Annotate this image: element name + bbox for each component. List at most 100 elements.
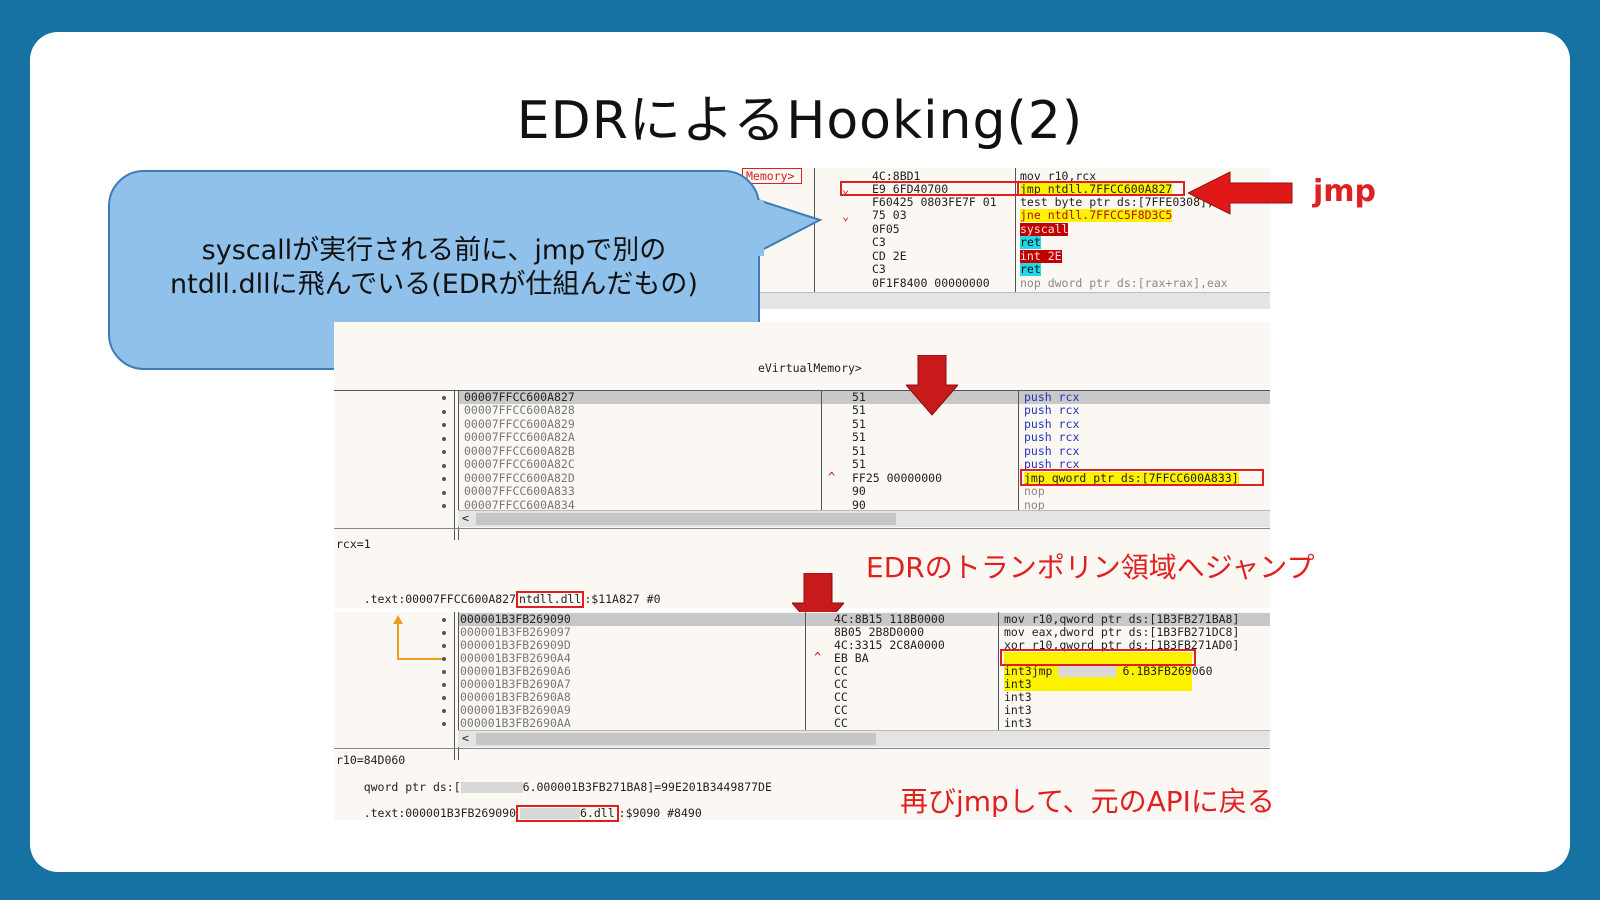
bytes-cell: C3 xyxy=(872,262,886,276)
column-divider xyxy=(454,390,455,540)
column-divider xyxy=(805,612,806,744)
bytes-cell: 51 xyxy=(852,430,866,444)
address-cell[interactable]: 000001B3FB2690A6 xyxy=(460,664,571,678)
memory-suffix: 6.000001B3FB271BA8]=99E201B3449877DE xyxy=(522,780,772,794)
horizontal-scrollbar[interactable]: < xyxy=(458,730,1270,747)
memory-info: qword ptr ds:[ 6.000001B3FB271BA8]=99E201… xyxy=(336,768,772,807)
callout-text: syscallが実行される前に、jmpで別の ntdll.dllに飛んでいる(E… xyxy=(108,234,760,302)
jmp-target: 6.1B3FB269060 xyxy=(1122,664,1213,678)
bytes-cell: CC xyxy=(834,664,848,678)
address-cell[interactable]: 00007FFCC600A82D xyxy=(464,471,575,485)
instr-redbox xyxy=(1017,181,1185,196)
row-bullet xyxy=(442,670,446,674)
address-cell[interactable]: 000001B3FB2690A4 xyxy=(460,651,571,665)
debugger-panel-top: Memory> ⌄ ⌄ 4C:8BD1 E9 6FD40700 F60425 0… xyxy=(740,168,1270,309)
scroll-thumb[interactable] xyxy=(476,733,876,745)
address-cell[interactable]: 000001B3FB269097 xyxy=(460,625,571,639)
row-bullet xyxy=(442,464,446,468)
address-cell[interactable]: 00007FFCC600A827 xyxy=(464,390,575,404)
column-divider xyxy=(998,612,999,744)
instr-cell: nop xyxy=(1024,498,1045,512)
scroll-left-icon[interactable]: < xyxy=(462,511,469,525)
address-cell[interactable]: 000001B3FB2690AA xyxy=(460,716,571,730)
bytes-cell: CC xyxy=(834,690,848,704)
bytes-cell: 0F1F8400 00000000 xyxy=(872,276,990,290)
address-cell[interactable]: 00007FFCC600A829 xyxy=(464,417,575,431)
address-cell[interactable]: 00007FFCC600A828 xyxy=(464,403,575,417)
row-bullet xyxy=(442,450,446,454)
arrow-down-icon xyxy=(906,355,958,416)
address-cell[interactable]: 000001B3FB2690A7 xyxy=(460,677,571,691)
bytes-cell: 4C:8BD1 xyxy=(872,169,921,183)
jump-marker: ^ xyxy=(828,470,836,484)
bytes-cell: 0F05 xyxy=(872,222,900,236)
bytes-cell: CC xyxy=(834,703,848,717)
instr-cell-jmp: jmp ntdll.7FFCC600A827 xyxy=(1020,182,1173,196)
instr-cell: int3 xyxy=(1004,664,1032,678)
address-cell[interactable]: 00007FFCC600A834 xyxy=(464,498,575,512)
address-cell[interactable]: 000001B3FB2690A8 xyxy=(460,690,571,704)
jump-marker: ⌄ xyxy=(842,182,850,196)
module-name-box: 6.dll xyxy=(516,805,619,822)
instr-cell: ret xyxy=(1020,262,1041,276)
panel-border xyxy=(334,390,1270,391)
column-divider xyxy=(814,168,815,298)
row-bullet xyxy=(442,631,446,635)
scroll-thumb[interactable] xyxy=(476,513,896,525)
address-cell[interactable]: 000001B3FB26909D xyxy=(460,638,571,652)
panel-border xyxy=(334,528,1270,529)
debugger-panel-middle: eVirtualMemory> 00007FFCC600A827 00007FF… xyxy=(334,322,1270,608)
row-bullet xyxy=(442,491,446,495)
row-bullet xyxy=(442,683,446,687)
location-prefix: .text:00007FFCC600A827 xyxy=(363,592,517,606)
instr-cell: mov r10,qword ptr ds:[1B3FB271BA8] xyxy=(1004,612,1240,626)
tab-fragment[interactable]: eVirtualMemory> xyxy=(758,361,862,375)
instr-cell-syscall: syscall xyxy=(1020,222,1069,236)
address-cell[interactable]: 000001B3FB2690A9 xyxy=(460,703,571,717)
instr-cell: push rcx xyxy=(1024,403,1080,417)
callout-line-2: ntdll.dllに飛んでいる(EDRが仕組んだもの) xyxy=(170,269,698,300)
column-divider xyxy=(1018,390,1019,524)
row-bullet xyxy=(442,504,446,508)
instr-cell: push rcx xyxy=(1024,417,1080,431)
redacted-block xyxy=(460,782,523,793)
instr-cell: push rcx xyxy=(1024,390,1080,404)
row-bullet xyxy=(442,657,446,661)
row-bullet xyxy=(442,644,446,648)
bytes-cell: F60425 0803FE7F 01 xyxy=(872,195,997,209)
address-cell[interactable]: 000001B3FB269090 xyxy=(460,612,571,626)
horizontal-scrollbar[interactable] xyxy=(740,292,1270,309)
instr-cell: push rcx xyxy=(1024,457,1080,471)
instr-cell: test byte ptr ds:[7FFE0308],1 xyxy=(1020,195,1221,209)
horizontal-scrollbar[interactable]: < xyxy=(458,510,1270,527)
instr-cell: push rcx xyxy=(1024,444,1080,458)
memory-prefix: qword ptr ds:[ xyxy=(363,780,461,794)
arrow-left-icon xyxy=(1188,171,1293,215)
address-cell[interactable]: 00007FFCC600A833 xyxy=(464,484,575,498)
row-bullet xyxy=(442,396,446,400)
scroll-left-icon[interactable]: < xyxy=(462,731,469,745)
instr-cell: int3 xyxy=(1004,690,1032,704)
address-cell[interactable]: 00007FFCC600A82C xyxy=(464,457,575,471)
panel-border xyxy=(334,748,1270,749)
row-bullet xyxy=(442,618,446,622)
column-divider xyxy=(821,390,822,524)
register-info: rcx=1 xyxy=(336,537,371,551)
instr-cell: push rcx xyxy=(1024,430,1080,444)
address-cell[interactable]: 00007FFCC600A82A xyxy=(464,430,575,444)
bytes-cell: 4C:3315 2C8A0000 xyxy=(834,638,945,652)
bytes-cell: 4C:8B15 118B0000 xyxy=(834,612,945,626)
address-cell[interactable]: 00007FFCC600A82B xyxy=(464,444,575,458)
jmp-mnemonic: jmp xyxy=(1031,664,1053,678)
bytes-cell: 51 xyxy=(852,457,866,471)
bytes-cell: 8B05 2B8D0000 xyxy=(834,625,925,639)
bytes-cell: 75 03 xyxy=(872,208,907,222)
column-divider xyxy=(1015,168,1016,298)
redacted-block xyxy=(1058,666,1117,677)
selected-row xyxy=(458,391,1270,404)
callout-tail-cover xyxy=(752,200,764,256)
instr-cell: int 2E xyxy=(1020,249,1062,263)
bytes-cell: EB BA xyxy=(834,651,869,665)
tab-fragment[interactable]: Memory> xyxy=(746,169,795,183)
